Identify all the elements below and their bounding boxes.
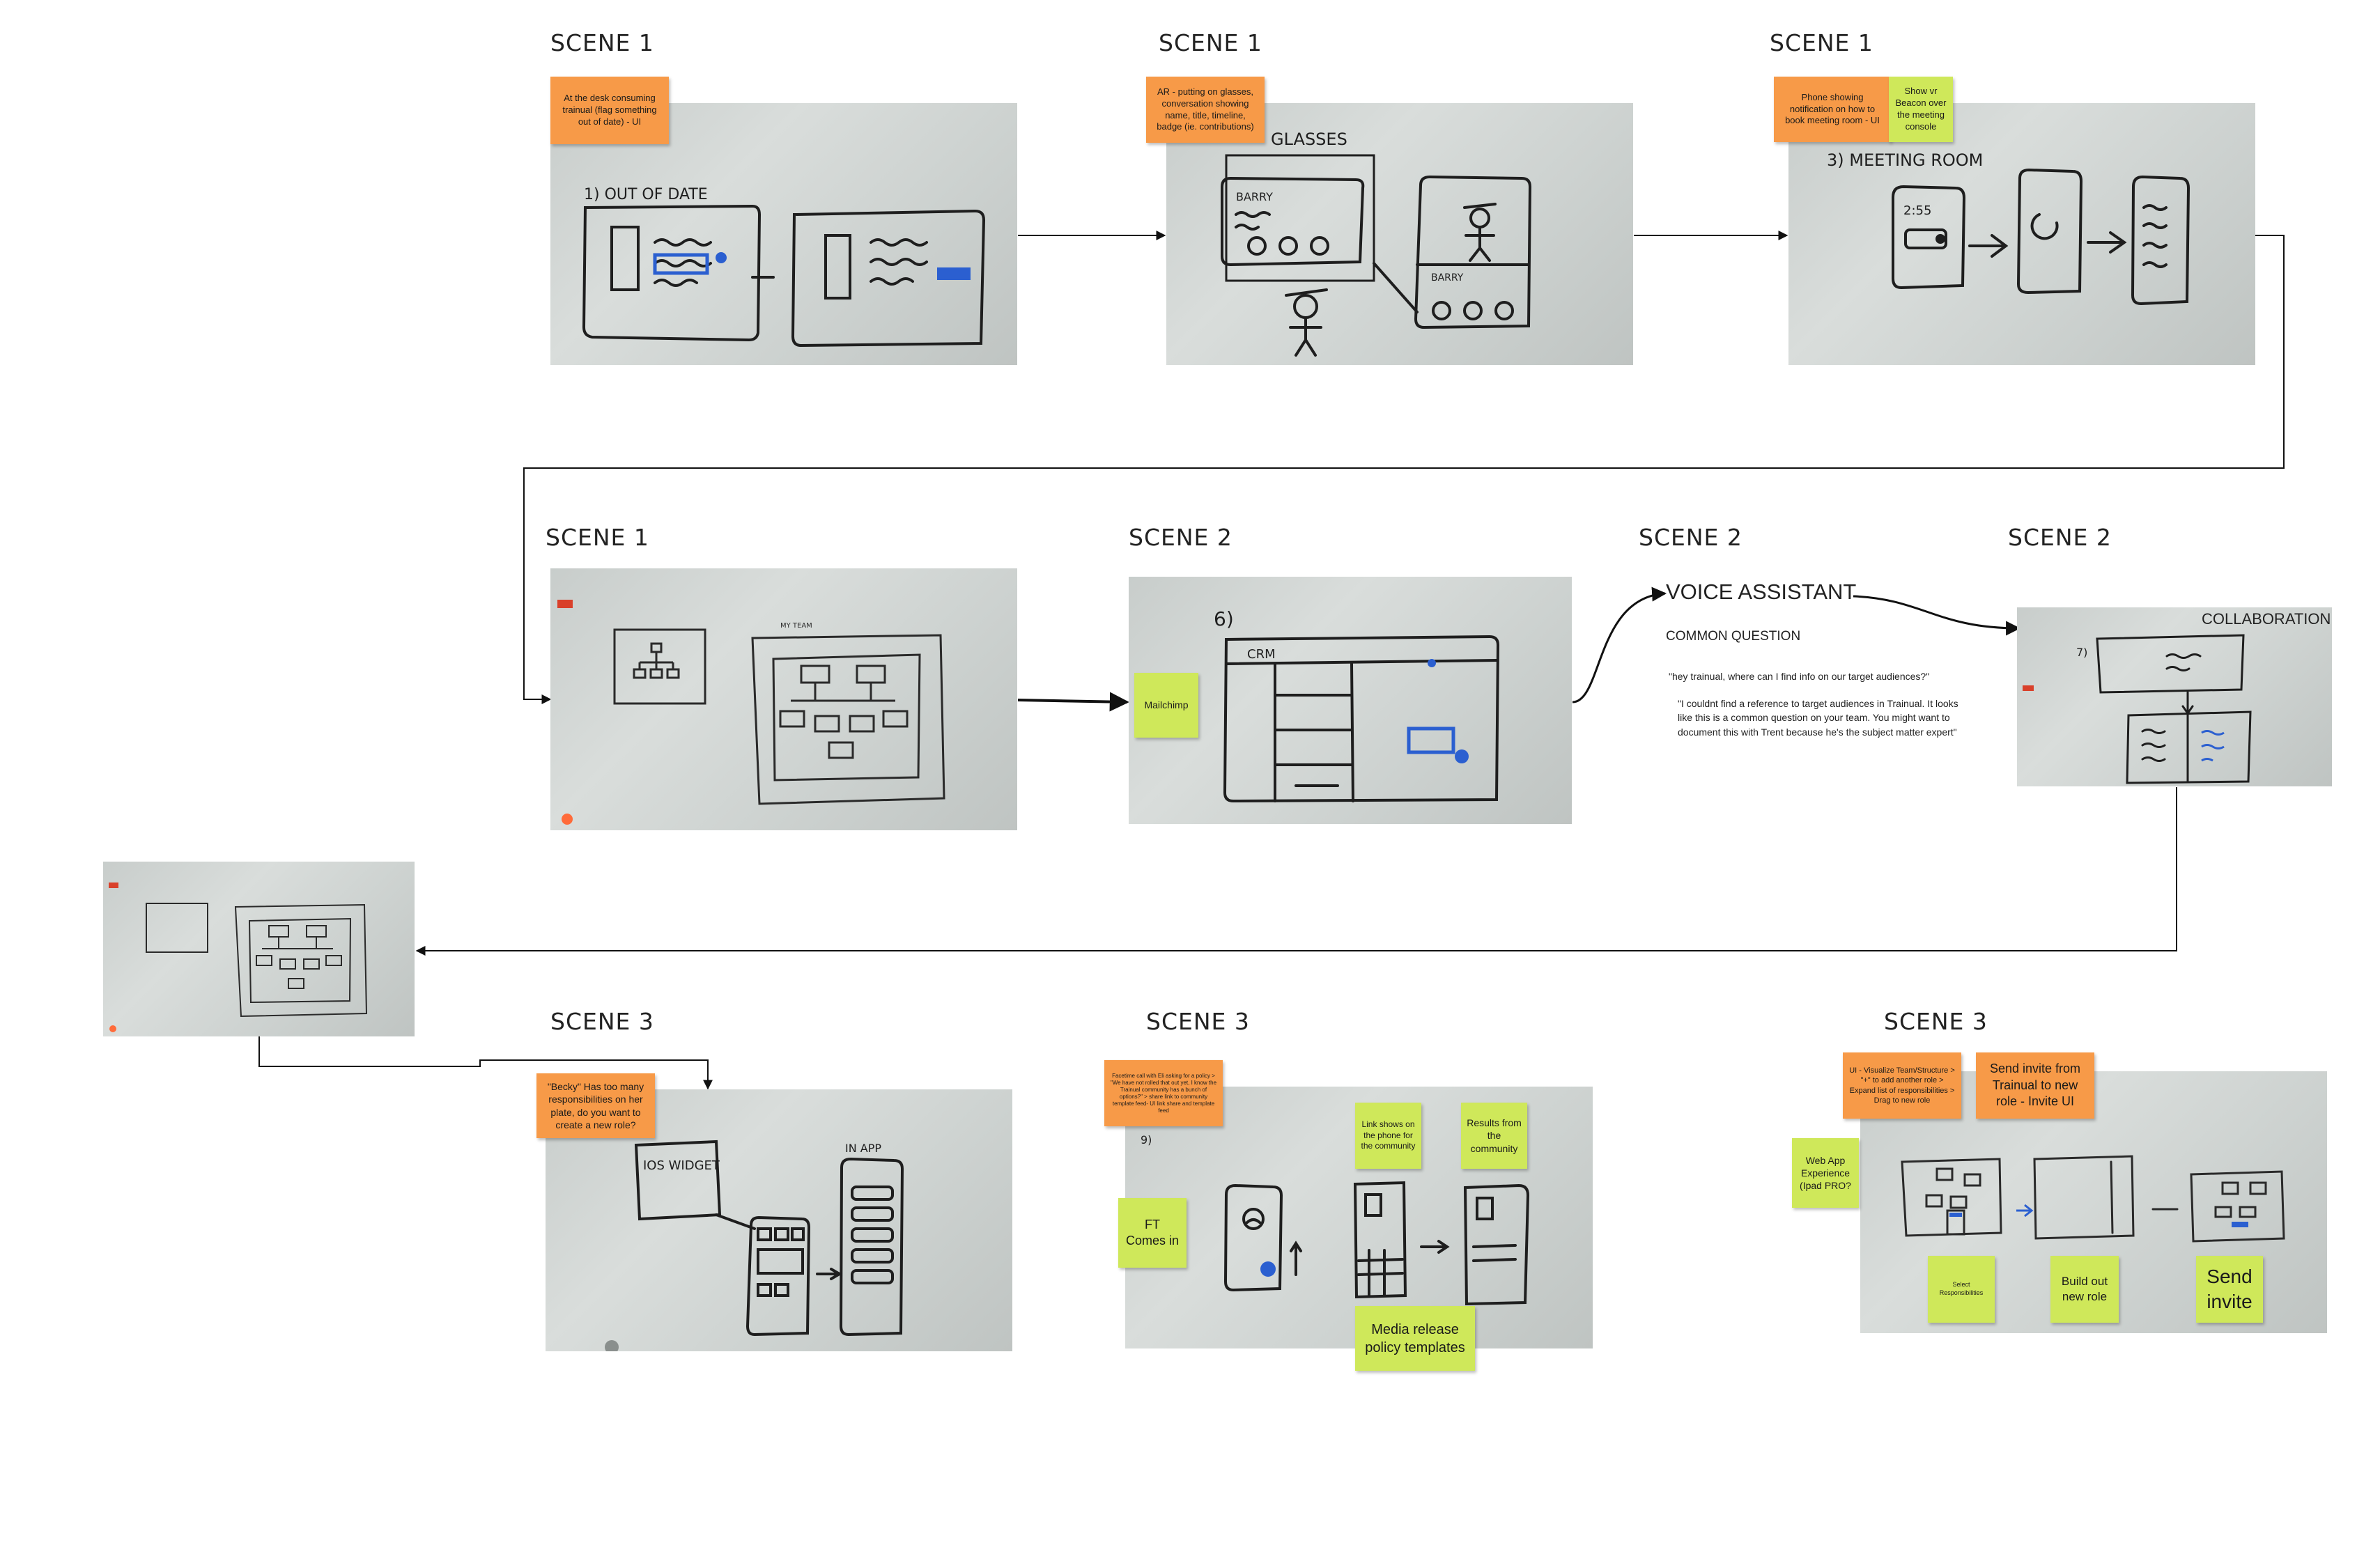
sketch-org-chart-small bbox=[109, 883, 368, 1032]
scene-label: SCENE 1 bbox=[1770, 29, 1873, 56]
whiteboard-photo[interactable]: MY TEAM bbox=[550, 568, 1017, 830]
sketch-label: IOS WIDGET bbox=[643, 1158, 720, 1173]
sketch-label: 6) bbox=[1214, 607, 1234, 630]
sketch-crm: 6) CRM bbox=[1214, 607, 1500, 803]
sketch-collaboration: 7) bbox=[2023, 634, 2252, 784]
scene-label: SCENE 3 bbox=[550, 1008, 654, 1035]
sketch-out-of-date: 1) OUT OF DATE bbox=[582, 186, 986, 348]
curved-arrow-icon bbox=[1853, 595, 2021, 636]
sticky-note[interactable]: AR - putting on glasses, conversation sh… bbox=[1146, 77, 1265, 143]
sticky-note[interactable]: FT Comes in bbox=[1118, 1198, 1187, 1268]
scene-label: SCENE 2 bbox=[1639, 524, 1742, 551]
sticky-note[interactable]: "Becky" Has too many responsibilities on… bbox=[536, 1073, 655, 1138]
sketch-ar-glasses: GLASSES BARRY BARRY bbox=[1221, 130, 1532, 357]
scene-label: SCENE 2 bbox=[2008, 524, 2112, 551]
whiteboard-photo[interactable]: 6) CRM bbox=[1129, 577, 1572, 824]
sticky-note[interactable]: Web App Experience (Ipad PRO? bbox=[1792, 1138, 1859, 1208]
curved-arrow-icon bbox=[1572, 586, 1667, 703]
sticky-note[interactable]: Mailchimp bbox=[1134, 673, 1198, 738]
scene-label: SCENE 1 bbox=[550, 29, 654, 56]
collaboration-label: COLLABORATION bbox=[2202, 610, 2331, 628]
whiteboard-photo[interactable]: 3) MEETING ROOM 2:55 bbox=[1788, 103, 2255, 365]
sketch-ios-widget: IOS WIDGET IN APP bbox=[605, 1140, 904, 1351]
scene-label: SCENE 1 bbox=[546, 524, 649, 551]
sticky-note[interactable]: Build out new role bbox=[2050, 1256, 2119, 1323]
scene-label: SCENE 2 bbox=[1129, 524, 1232, 551]
sketch-label: BARRY bbox=[1236, 190, 1273, 203]
sketch-community-templates: 9) bbox=[1141, 1133, 1530, 1306]
whiteboard-photo[interactable]: 7) bbox=[2017, 607, 2332, 786]
scene-label: SCENE 1 bbox=[1159, 29, 1262, 56]
sticky-note[interactable]: Link shows on the phone for the communit… bbox=[1355, 1103, 1421, 1169]
sticky-note[interactable]: Show vr Beacon over the meeting console bbox=[1889, 77, 1953, 142]
sticky-note[interactable]: Send invite from Trainual to new role - … bbox=[1976, 1052, 2094, 1119]
sketch-org-chart: MY TEAM bbox=[557, 600, 945, 825]
sticky-note[interactable]: Select Responsibilities bbox=[1928, 1256, 1995, 1323]
sticky-note[interactable]: Phone showing notification on how to boo… bbox=[1774, 77, 1891, 142]
sketch-label: 1) OUT OF DATE bbox=[584, 186, 708, 203]
sketch-web-app-team bbox=[1901, 1155, 2285, 1243]
voice-assistant-title: VOICE ASSISTANT bbox=[1666, 580, 1857, 604]
whiteboard-photo-thumbnail[interactable] bbox=[103, 862, 415, 1036]
sticky-note[interactable]: Results from the community bbox=[1461, 1103, 1527, 1169]
sketch-label: CRM bbox=[1247, 647, 1276, 662]
svg-text:MY TEAM: MY TEAM bbox=[780, 622, 812, 630]
sketch-label: 7) bbox=[2076, 646, 2087, 659]
whiteboard-photo[interactable]: GLASSES BARRY BARRY bbox=[1166, 103, 1633, 365]
sticky-note[interactable]: Media release policy templates bbox=[1355, 1306, 1475, 1371]
sketch-label: GLASSES bbox=[1271, 130, 1347, 149]
sticky-note[interactable]: Facetime call with Eli asking for a poli… bbox=[1104, 1060, 1223, 1126]
voice-assistant-question: "hey trainual, where can I find info on … bbox=[1669, 671, 1930, 682]
sketch-label: IN APP bbox=[845, 1142, 881, 1155]
sketch-meeting-room: 3) MEETING ROOM 2:55 bbox=[1827, 150, 2190, 306]
sketch-label: 2:55 bbox=[1903, 203, 1931, 218]
arrow-right-icon bbox=[1017, 692, 1129, 712]
sketch-label: 3) MEETING ROOM bbox=[1827, 150, 1983, 170]
voice-assistant-answer: "I couldnt find a reference to target au… bbox=[1678, 698, 1958, 738]
scene-label: SCENE 3 bbox=[1884, 1008, 1988, 1035]
sketch-label: 9) bbox=[1141, 1133, 1152, 1146]
voice-assistant-subtitle: COMMON QUESTION bbox=[1666, 629, 1801, 644]
whiteboard-photo[interactable]: 1) OUT OF DATE bbox=[550, 103, 1017, 365]
sketch-label: BARRY bbox=[1431, 272, 1464, 283]
sticky-note[interactable]: Send invite bbox=[2196, 1256, 2263, 1323]
sticky-note[interactable]: At the desk consuming trainual (flag som… bbox=[550, 77, 669, 144]
scene-label: SCENE 3 bbox=[1146, 1008, 1250, 1035]
sticky-note[interactable]: UI - Visualize Team/Structure > "+" to a… bbox=[1843, 1052, 1961, 1119]
